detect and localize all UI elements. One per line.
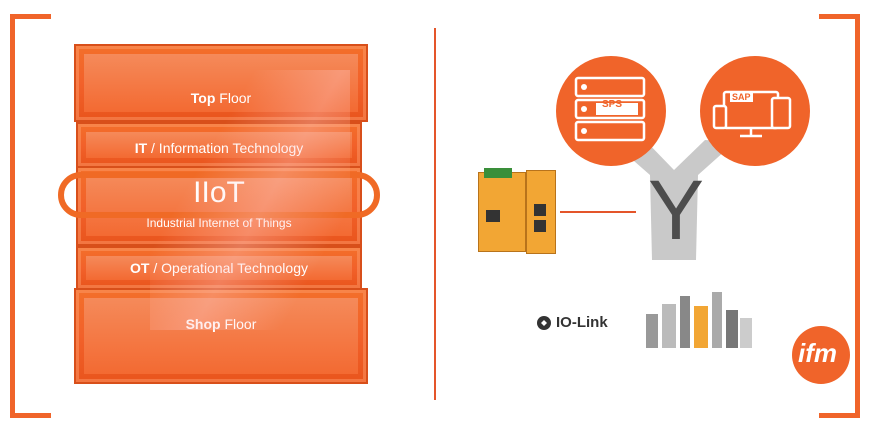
sap-label: SAP	[730, 92, 753, 102]
drawer-it: IT / Information Technology	[76, 122, 362, 168]
drawer-iiot: IIoT Industrial Internet of Things	[76, 166, 362, 246]
sps-label: SPS	[602, 99, 623, 110]
sensors-image	[640, 292, 756, 352]
drawer-shop-floor: Shop Floor	[74, 288, 368, 384]
sps-circle: SPS	[556, 56, 666, 166]
sap-circle: SAP	[700, 56, 810, 166]
drawer-ot-label: OT / Operational Technology	[130, 260, 308, 276]
left-bracket	[10, 14, 51, 418]
devices-icon	[712, 90, 792, 138]
drawer-top-floor-label: Top Floor	[190, 90, 252, 106]
io-master-device	[478, 168, 558, 256]
center-divider	[434, 28, 436, 400]
toolbox-handle	[58, 172, 380, 218]
io-link-icon	[537, 315, 551, 330]
y-letter: Y	[648, 163, 705, 257]
io-link-logo: IO-Link	[536, 314, 608, 331]
right-bracket	[819, 14, 860, 418]
iiot-subtitle: Industrial Internet of Things	[146, 216, 292, 230]
iiot-title: IIoT	[193, 176, 245, 209]
ifm-logo: ifm	[792, 326, 850, 384]
server-icon	[574, 76, 646, 142]
drawer-it-label: IT / Information Technology	[134, 140, 304, 156]
drawer-top-floor: Top Floor	[74, 44, 368, 122]
drawer-shop-floor-label: Shop Floor	[185, 316, 257, 332]
